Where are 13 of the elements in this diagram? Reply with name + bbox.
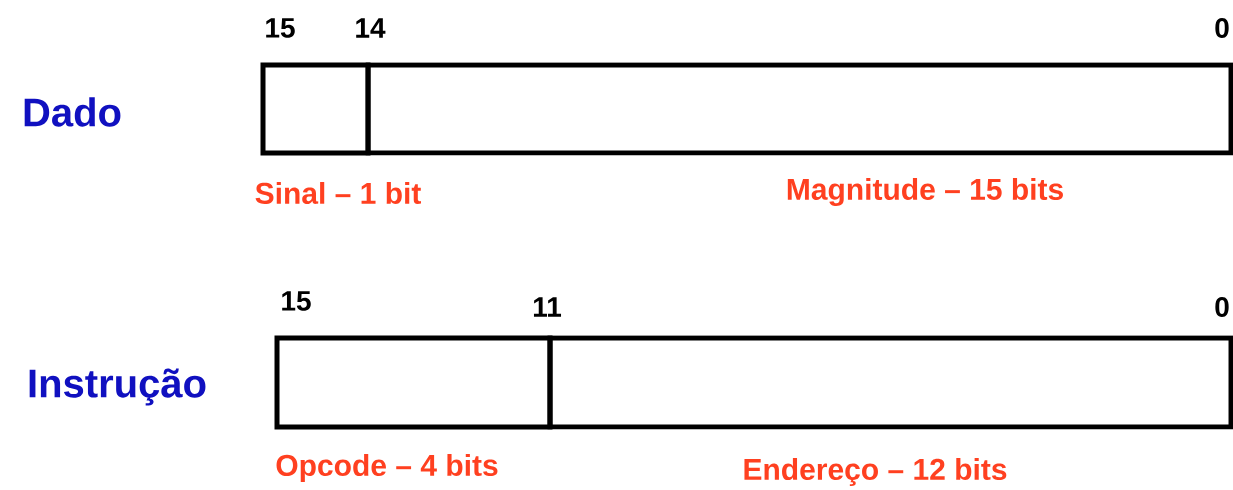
bit-number: 15	[282, 291, 311, 311]
bit-field	[365, 62, 1233, 156]
bit-number: 14	[356, 18, 386, 38]
bit-number: 15	[266, 18, 295, 38]
bit-number: 0	[1215, 18, 1229, 38]
bit-number: 11	[533, 297, 562, 317]
row-heading: Instrução	[29, 368, 206, 406]
field-label: Endereço – 12 bits	[744, 458, 1007, 486]
row-heading: Dado	[24, 97, 121, 127]
field-label: Opcode – 4 bits	[276, 454, 498, 482]
field-label: Magnitude – 15 bits	[787, 177, 1063, 207]
field-label: Sinal – 1 bit	[255, 182, 421, 204]
bit-field	[547, 335, 1233, 430]
